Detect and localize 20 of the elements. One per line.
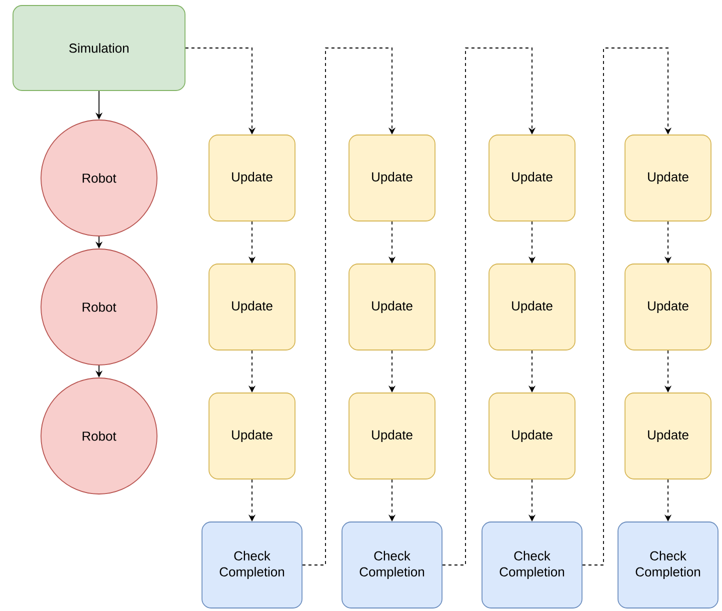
process-box: Update — [624, 264, 712, 350]
process-box: Check Completion — [202, 522, 302, 608]
process-box: Update — [488, 264, 576, 350]
process-box: Update — [348, 392, 436, 480]
arrow — [582, 48, 672, 566]
process-box: Update — [488, 392, 576, 480]
process-box: Check Completion — [342, 522, 442, 608]
process-box: Update — [348, 264, 436, 350]
process-box: Update — [348, 134, 436, 222]
process-box: Check Completion — [618, 522, 718, 608]
arrow — [302, 48, 396, 566]
process-box: Update — [624, 392, 712, 480]
process-box: Update — [208, 134, 296, 222]
process-box: Simulation — [12, 5, 186, 91]
process-box: Check Completion — [482, 522, 582, 608]
arrow — [442, 48, 536, 566]
process-box: Update — [208, 392, 296, 480]
process-box: Update — [208, 264, 296, 350]
process-box: Update — [488, 134, 576, 222]
process-box: Update — [624, 134, 712, 222]
